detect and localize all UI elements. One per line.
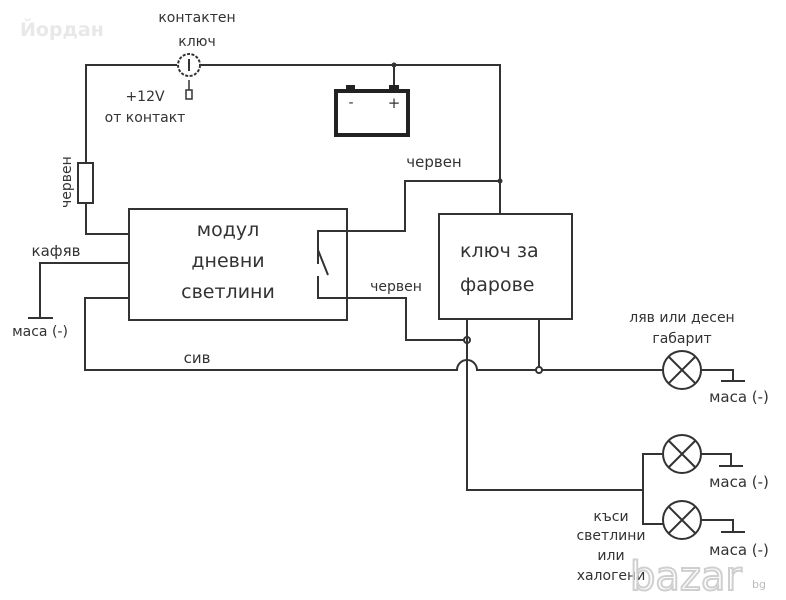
low-beam-label-4: халогени — [577, 568, 646, 584]
wire-side-ground — [701, 369, 734, 381]
ground-label-left: маса (-) — [12, 324, 68, 340]
ground-label-lamp1: маса (-) — [709, 473, 769, 491]
headlight-switch-label-1: ключ за — [460, 240, 539, 262]
drl-module-box — [128, 208, 348, 321]
side-light-label-2: габарит — [652, 331, 711, 347]
relay-switch-icon — [317, 230, 347, 299]
battery-icon — [334, 62, 410, 137]
wire-red-top — [347, 180, 500, 232]
wire-label-red-top: червен — [406, 153, 462, 171]
fuse-icon — [77, 162, 94, 204]
battery-minus: - — [348, 95, 353, 111]
wire-red-mid — [347, 297, 467, 341]
wire-top-right — [201, 64, 501, 213]
watermark-user: Йордан — [20, 18, 104, 41]
low-beam-label-2: светлини — [576, 528, 645, 544]
wire-switch-out-left — [466, 319, 643, 491]
wire-top-left — [85, 64, 177, 163]
watermark-site: bazar — [630, 554, 742, 600]
side-light-lamp-icon — [662, 350, 702, 390]
wire-brown — [39, 262, 129, 318]
wire-lowbeam-branch — [642, 453, 663, 525]
low-beam-label-1: къси — [593, 509, 628, 525]
supply-label-2: от контакт — [105, 110, 186, 126]
ground-label-side: маса (-) — [709, 388, 769, 406]
wire-lamp1-ground — [701, 453, 732, 466]
low-beam-lamp-1-icon — [662, 434, 702, 474]
wire-label-grey: сив — [184, 349, 211, 367]
watermark-tld: bg — [752, 578, 766, 591]
side-light-label-1: ляв или десен — [629, 310, 734, 326]
module-label-3: светлини — [181, 281, 275, 303]
junction-dot — [497, 178, 503, 184]
wire-label-red-fuse: червен — [59, 156, 75, 208]
module-label-1: модул — [197, 219, 259, 241]
wire-grey — [84, 297, 662, 371]
headlight-switch-label-2: фарове — [460, 274, 534, 296]
ground-label-lamp2: маса (-) — [709, 541, 769, 559]
low-beam-lamp-2-icon — [662, 500, 702, 540]
ignition-label-2: ключ — [178, 34, 215, 50]
ignition-label-1: контактен — [158, 10, 235, 26]
supply-label-1: +12V — [125, 89, 165, 105]
headlight-switch-box — [438, 213, 573, 320]
battery-plus: + — [388, 94, 401, 112]
junction-dot — [535, 366, 543, 374]
low-beam-label-3: или — [597, 548, 624, 564]
module-label-2: дневни — [191, 250, 264, 272]
ignition-key-icon — [177, 53, 201, 100]
wire-fuse-to-module — [85, 203, 129, 235]
wire-label-red-mid: червен — [370, 279, 422, 295]
wire-label-brown: кафяв — [32, 242, 81, 260]
wire-lamp2-ground — [701, 519, 734, 532]
